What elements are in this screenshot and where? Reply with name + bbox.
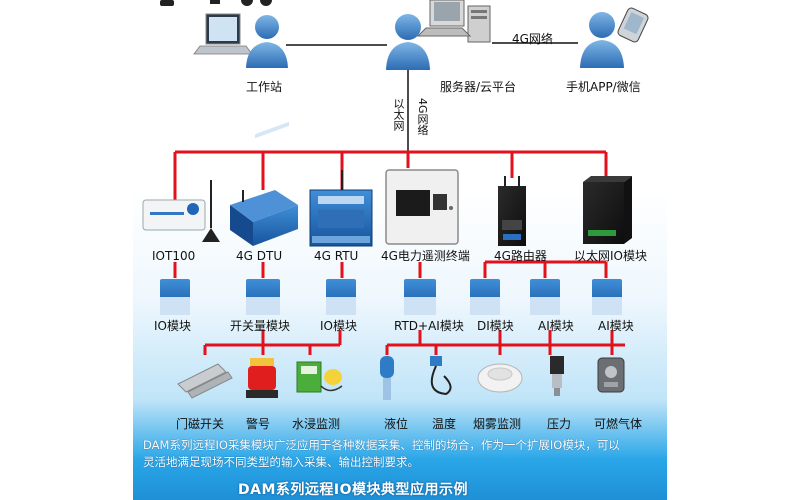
diagram-panel [133,0,667,500]
alarm-siren-image [246,358,278,398]
io-module-image-2 [246,279,280,315]
ethernet-io-device-image [583,176,632,244]
sensor-label-pressure: 压力 [547,417,572,431]
server-computer-icon [416,0,491,43]
4g-rtu-device-image [309,170,373,247]
module-label-2: 开关量模块 [230,319,291,333]
sensor-label-gas: 可燃气体 [594,417,643,431]
io-module-image-7 [592,279,622,315]
workstation-label: 工作站 [246,80,283,94]
person-icon-workstation [246,15,288,68]
door-magnet-sensor-image [177,363,233,399]
io-module-image-1 [160,279,190,315]
footer-title: DAM系列远程IO模块典型应用示例 [238,482,468,498]
red-bus [173,150,625,355]
mobile-label: 手机APP/微信 [566,80,641,94]
description-text: DAM系列远程IO采集模块广泛应用于各种数据采集、控制的场合，作为一个扩展IO模… [143,438,620,469]
sensor-label-level: 液位 [384,417,409,431]
device-label-4g-router: 4G路由器 [494,249,547,263]
smoke-detector-image [477,363,523,393]
io-module-image-4 [404,279,436,315]
module-label-1: IO模块 [154,319,191,333]
4g-dtu-device-image [230,121,298,246]
water-leak-sensor-image [296,361,343,393]
gas-detector-image [597,357,625,393]
pressure-sensor-image [550,356,564,396]
io-module-image-3 [326,279,356,315]
4g-power-terminal-image [385,169,459,245]
server-label: 服务器/云平台 [440,80,517,94]
top-network-lines [286,42,578,152]
module-label-7: AI模块 [598,319,634,333]
laptop-icon [193,13,253,55]
sensor-label-door-magnet: 门磁开关 [176,417,225,431]
4g-router-device-image [498,176,526,246]
cropped-top-icons [160,0,272,6]
device-label-4g-dtu: 4G DTU [236,249,283,263]
device-label-4g-power-terminal: 4G电力遥测终端 [381,249,470,263]
module-label-4: RTD+AI模块 [394,319,464,333]
sensor-label-temperature: 温度 [432,417,457,431]
person-icon-server [386,14,430,70]
sensor-label-smoke: 烟雾监测 [473,417,522,431]
mobile-phone-icon [617,7,649,43]
level-sensor-image [380,356,394,400]
sensor-label-alarm: 警号 [246,417,271,431]
ethernet-vertical-label: 以太网 [392,98,405,131]
module-label-5: DI模块 [477,319,514,333]
4g-link-label: 4G网络 [512,32,553,46]
temperature-sensor-image [430,356,452,396]
sensor-label-water-leak: 水浸监测 [292,417,341,431]
4g-network-vertical-label: 4G网络 [416,98,429,136]
device-label-ethernet-io: 以太网IO模块 [574,249,647,263]
module-label-6: AI模块 [538,319,574,333]
io-module-images [160,279,622,315]
device-label-iot100: IOT100 [152,249,196,263]
person-icon-mobile [580,12,624,68]
io-module-image-6 [530,279,560,315]
device-label-4g-rtu: 4G RTU [314,249,359,263]
io-module-image-5 [470,279,500,315]
iot100-device-image [142,180,220,242]
module-label-3: IO模块 [320,319,357,333]
